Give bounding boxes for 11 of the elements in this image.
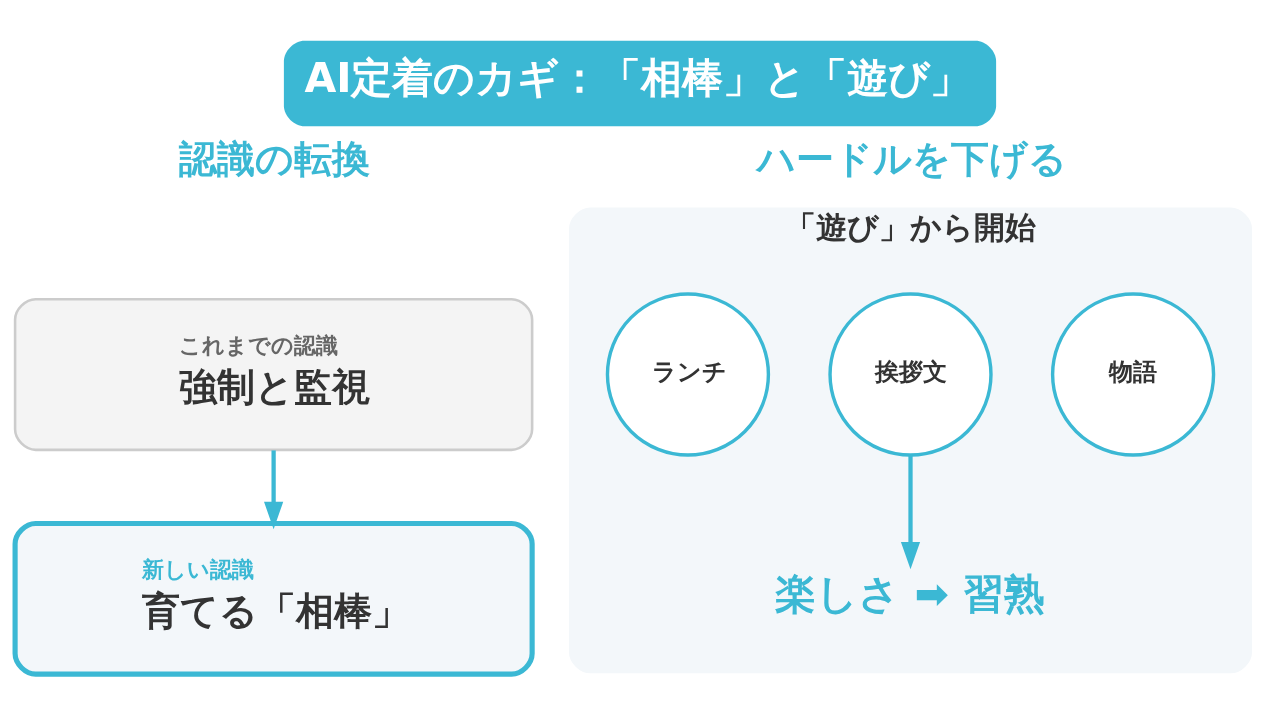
node-circle: ランチ [605,292,771,457]
node-circle: 物語 [1050,292,1216,457]
label: 認識の転換 [179,136,371,181]
node-box: これまでの認識 強制と監視 [13,297,534,452]
node-circle: 挨拶文 [828,292,993,457]
arrow [900,455,921,570]
diagram-title: AI定着のカギ：「相棒」と「遊び」 [304,54,972,103]
node-box: 新しい認識 育てる「相棒」 [12,520,535,677]
label: ハードルを下げる [757,136,1068,181]
arrow [264,450,284,530]
node-text: 楽しさ ➡ 習熟 [775,569,1046,618]
